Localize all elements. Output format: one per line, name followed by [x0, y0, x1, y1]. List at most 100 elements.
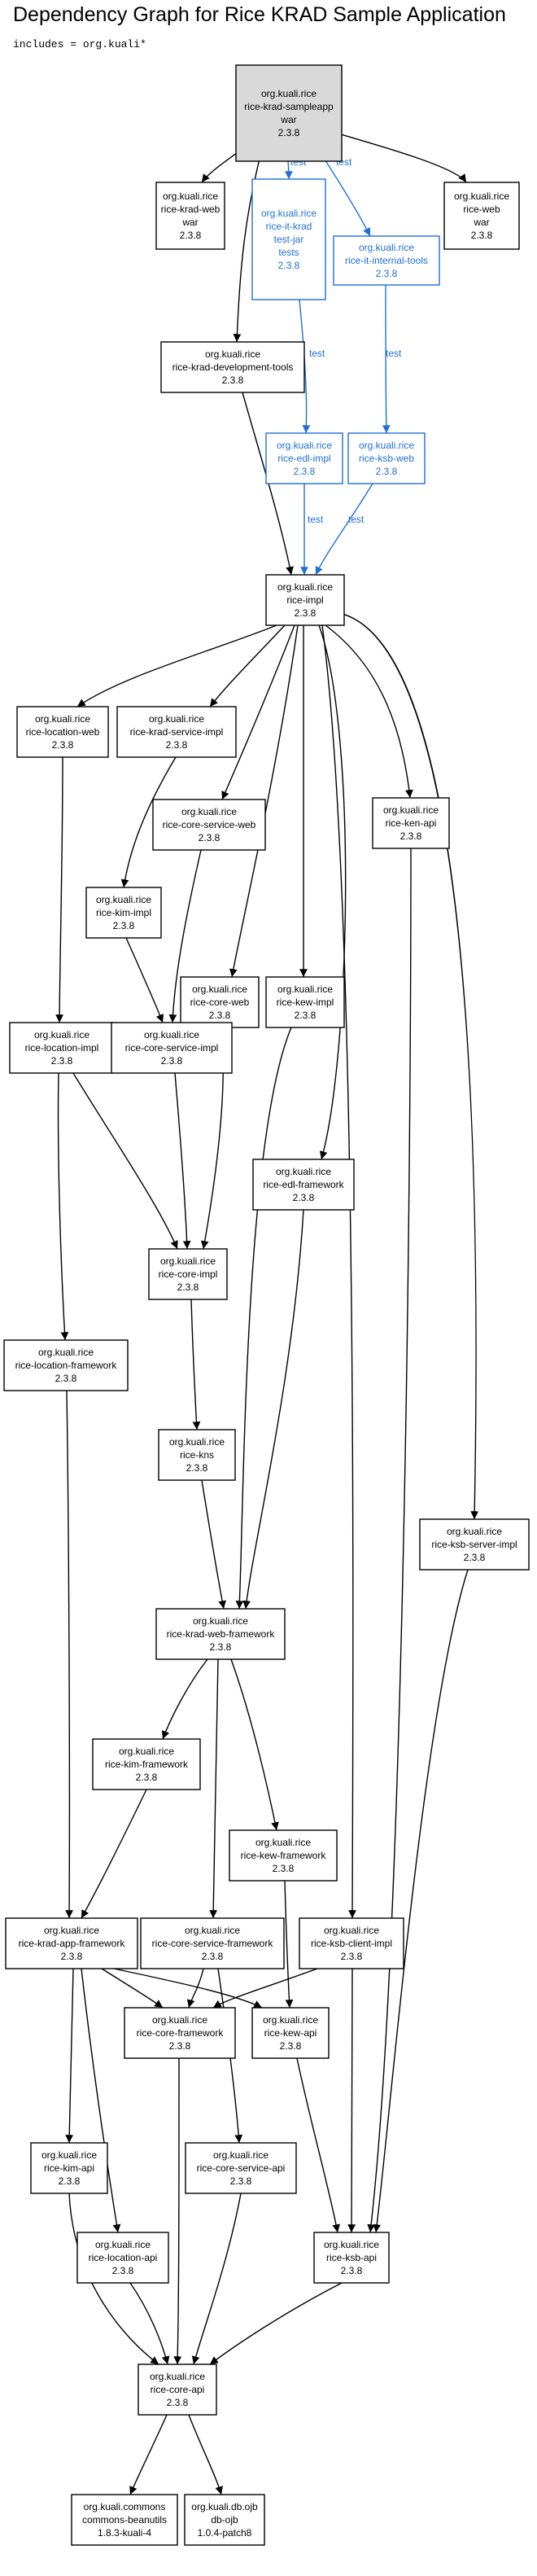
- edge-core-service-api-to-core-api: [191, 2193, 242, 2365]
- node-label-line: org.kuali.rice: [181, 806, 237, 817]
- node-core-service-framework[interactable]: org.kuali.ricerice-core-service-framewor…: [140, 1917, 285, 1969]
- node-label-line: 2.3.8: [278, 260, 300, 271]
- edge-krad-app-framework-to-location-api: [81, 1968, 121, 2233]
- node-label-line: rice-kew-framework: [241, 1850, 327, 1861]
- node-it-internal[interactable]: org.kuali.ricerice-it-internal-tools2.3.…: [333, 235, 440, 286]
- node-it-krad[interactable]: org.kuali.ricerice-it-kradtest-jartests2…: [251, 178, 326, 300]
- node-label-line: org.kuali.rice: [261, 88, 317, 99]
- node-label-line: rice-kim-api: [44, 2162, 94, 2174]
- node-label-line: 2.3.8: [230, 2175, 252, 2187]
- edge-core-service-framework-to-core-service-api: [217, 1968, 243, 2144]
- edge-core-framework-to-core-api: [173, 2057, 182, 2365]
- node-box: [138, 2364, 217, 2416]
- edge-impl-to-core-service-web: [221, 624, 295, 800]
- node-label-line: rice-edl-impl: [277, 453, 330, 464]
- node-label-line: rice-core-service-framework: [152, 1938, 274, 1949]
- node-label-line: rice-core-service-api: [197, 2162, 286, 2174]
- edge-krad-app-framework-to-kew-api: [113, 1968, 263, 2009]
- node-label-line: rice-location-framework: [15, 1360, 118, 1371]
- edge-sampleapp-to-web: [329, 130, 467, 183]
- node-label-line: 2.3.8: [209, 1010, 231, 1021]
- edge-kew-framework-to-kew-api: [284, 1880, 294, 2009]
- node-label-line: 2.3.8: [161, 1055, 183, 1067]
- node-label-line: rice-ksb-client-impl: [311, 1938, 392, 1949]
- node-label-line: rice-core-service-web: [163, 819, 256, 830]
- node-label-line: 2.3.8: [464, 1552, 486, 1563]
- edge-krad-web-framework-to-core-service-framework: [209, 1658, 219, 1919]
- node-label-line: org.kuali.rice: [263, 2014, 318, 2026]
- edge-impl-to-krad-service-impl: [209, 624, 286, 708]
- node-label-line: 1.8.3-kuali-4: [98, 2527, 151, 2539]
- node-label-line: org.kuali.rice: [163, 191, 218, 202]
- node-label-line: rice-location-web: [26, 726, 100, 738]
- edge-location-web-to-location-impl: [55, 756, 63, 1023]
- node-label-line: org.kuali.rice: [205, 348, 260, 360]
- node-sampleapp[interactable]: org.kuali.ricerice-krad-sampleappwar2.3.…: [235, 64, 343, 162]
- node-box: [251, 178, 326, 300]
- edge-core-service-framework-to-core-framework: [186, 1968, 204, 2009]
- node-box: [9, 1022, 115, 1074]
- node-box: [443, 182, 520, 250]
- node-label-line: war: [473, 217, 489, 228]
- node-label-line: org.kuali.rice: [383, 804, 439, 816]
- node-label-line: org.kuali.rice: [277, 581, 333, 593]
- node-box: [265, 574, 345, 626]
- node-label-line: org.kuali.rice: [35, 713, 90, 725]
- node-label-line: 1.0.4-patch8: [198, 2527, 252, 2539]
- node-label-line: rice-ksb-web: [359, 453, 414, 464]
- node-label-line: war: [280, 114, 296, 125]
- node-label-line: org.kuali.rice: [193, 1615, 248, 1627]
- node-label-line: rice-kns: [180, 1449, 214, 1461]
- node-location-framework[interactable]: org.kuali.ricerice-location-framework2.3…: [3, 1339, 129, 1391]
- node-krad-app-framework[interactable]: org.kuali.ricerice-krad-app-framework2.3…: [5, 1917, 138, 1969]
- edge-kew-impl-to-krad-web-framework: [235, 1027, 292, 1610]
- edge-it-krad-to-edl-impl: [299, 299, 311, 434]
- node-box: [71, 2494, 178, 2546]
- node-label-line: org.kuali.rice: [44, 1925, 99, 1936]
- node-beanutils[interactable]: org.kuali.commonscommons-beanutils1.8.3-…: [71, 2494, 178, 2546]
- node-box: [92, 1738, 201, 1790]
- node-krad-service-impl[interactable]: org.kuali.ricerice-krad-service-impl2.3.…: [116, 706, 237, 758]
- edge-core-impl-to-kns: [190, 1299, 201, 1430]
- node-box: [30, 2142, 108, 2194]
- node-label-line: 2.3.8: [376, 466, 398, 477]
- edge-ken-api-to-ksb-api: [367, 848, 412, 2233]
- node-label-line: 2.3.8: [59, 2175, 81, 2187]
- node-label-line: org.kuali.rice: [144, 1029, 199, 1040]
- edge-impl-to-ksb-client-impl: [321, 624, 356, 1919]
- edge-krad-app-framework-to-core-framework: [101, 1968, 164, 2009]
- node-box: [124, 2007, 236, 2059]
- node-label-line: 2.3.8: [113, 920, 135, 931]
- node-krad-web-framework[interactable]: org.kuali.ricerice-krad-web-framework2.3…: [155, 1608, 286, 1660]
- node-core-service-impl[interactable]: org.kuali.ricerice-core-service-impl2.3.…: [111, 1022, 233, 1074]
- edge-ksb-client-impl-to-ksb-api: [347, 1968, 356, 2233]
- node-dev-tools[interactable]: org.kuali.ricerice-krad-development-tool…: [160, 341, 305, 393]
